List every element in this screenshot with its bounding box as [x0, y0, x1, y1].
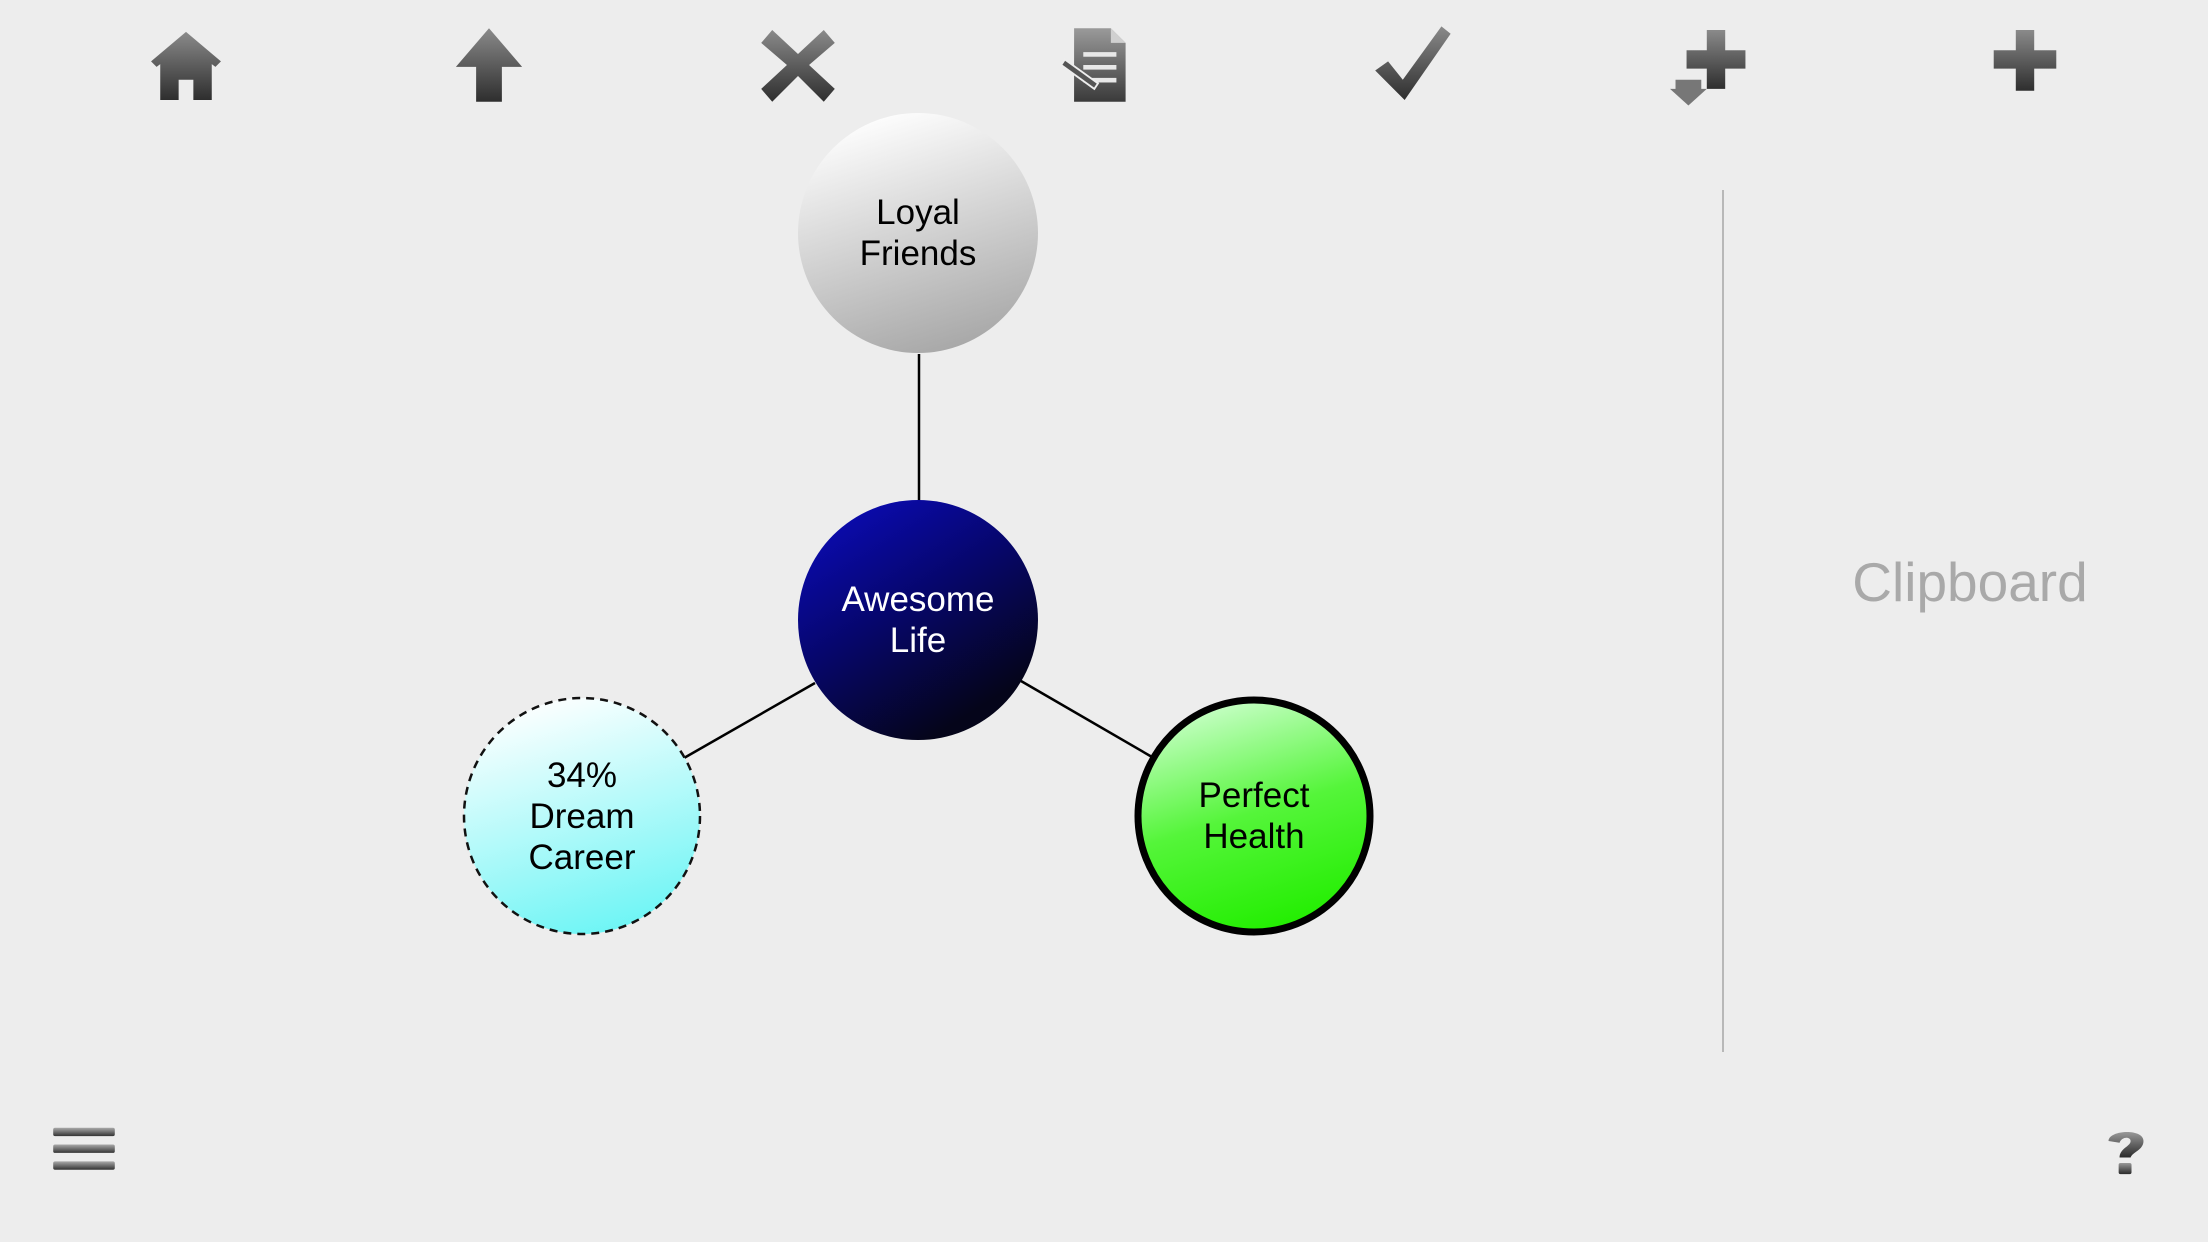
- done-button[interactable]: [1352, 10, 1472, 120]
- node-awesome-life[interactable]: [798, 500, 1038, 740]
- parent-button[interactable]: [429, 10, 549, 120]
- node-loyal-friends[interactable]: [798, 113, 1038, 353]
- add-icon: [1993, 30, 2057, 91]
- node-dream-career[interactable]: [462, 696, 702, 936]
- add-child-icon: [1670, 30, 1746, 106]
- node-perfect-health[interactable]: [1134, 696, 1374, 936]
- clipboard-divider: [1722, 190, 1724, 1052]
- delete-button[interactable]: [738, 10, 858, 120]
- question-mark-icon: [2108, 1131, 2144, 1175]
- arrow-up-icon: [455, 28, 523, 102]
- node-label-awesome-life[interactable]: Awesome Life: [841, 580, 995, 660]
- node-label-loyal-friends[interactable]: Loyal Friends: [859, 193, 977, 273]
- connector-perfect-health: [1020, 679, 1153, 759]
- edit-document-icon: [1059, 28, 1126, 102]
- add-child-button[interactable]: [1656, 10, 1776, 120]
- help-button[interactable]: [2086, 1112, 2166, 1192]
- hamburger-menu-icon: [53, 1127, 115, 1170]
- checkmark-icon: [1375, 26, 1451, 100]
- node-label-dream-career[interactable]: 34% Dream Career: [528, 755, 636, 877]
- node-label-perfect-health[interactable]: Perfect Health: [1198, 776, 1310, 856]
- menu-button[interactable]: [44, 1112, 124, 1192]
- edit-button[interactable]: [1038, 10, 1158, 120]
- home-button[interactable]: [126, 10, 246, 120]
- add-button[interactable]: [1965, 10, 2085, 120]
- clipboard-label: Clipboard: [1852, 551, 2088, 613]
- home-icon: [151, 31, 221, 100]
- delete-x-icon: [761, 30, 835, 102]
- connector-dream-career: [683, 681, 816, 760]
